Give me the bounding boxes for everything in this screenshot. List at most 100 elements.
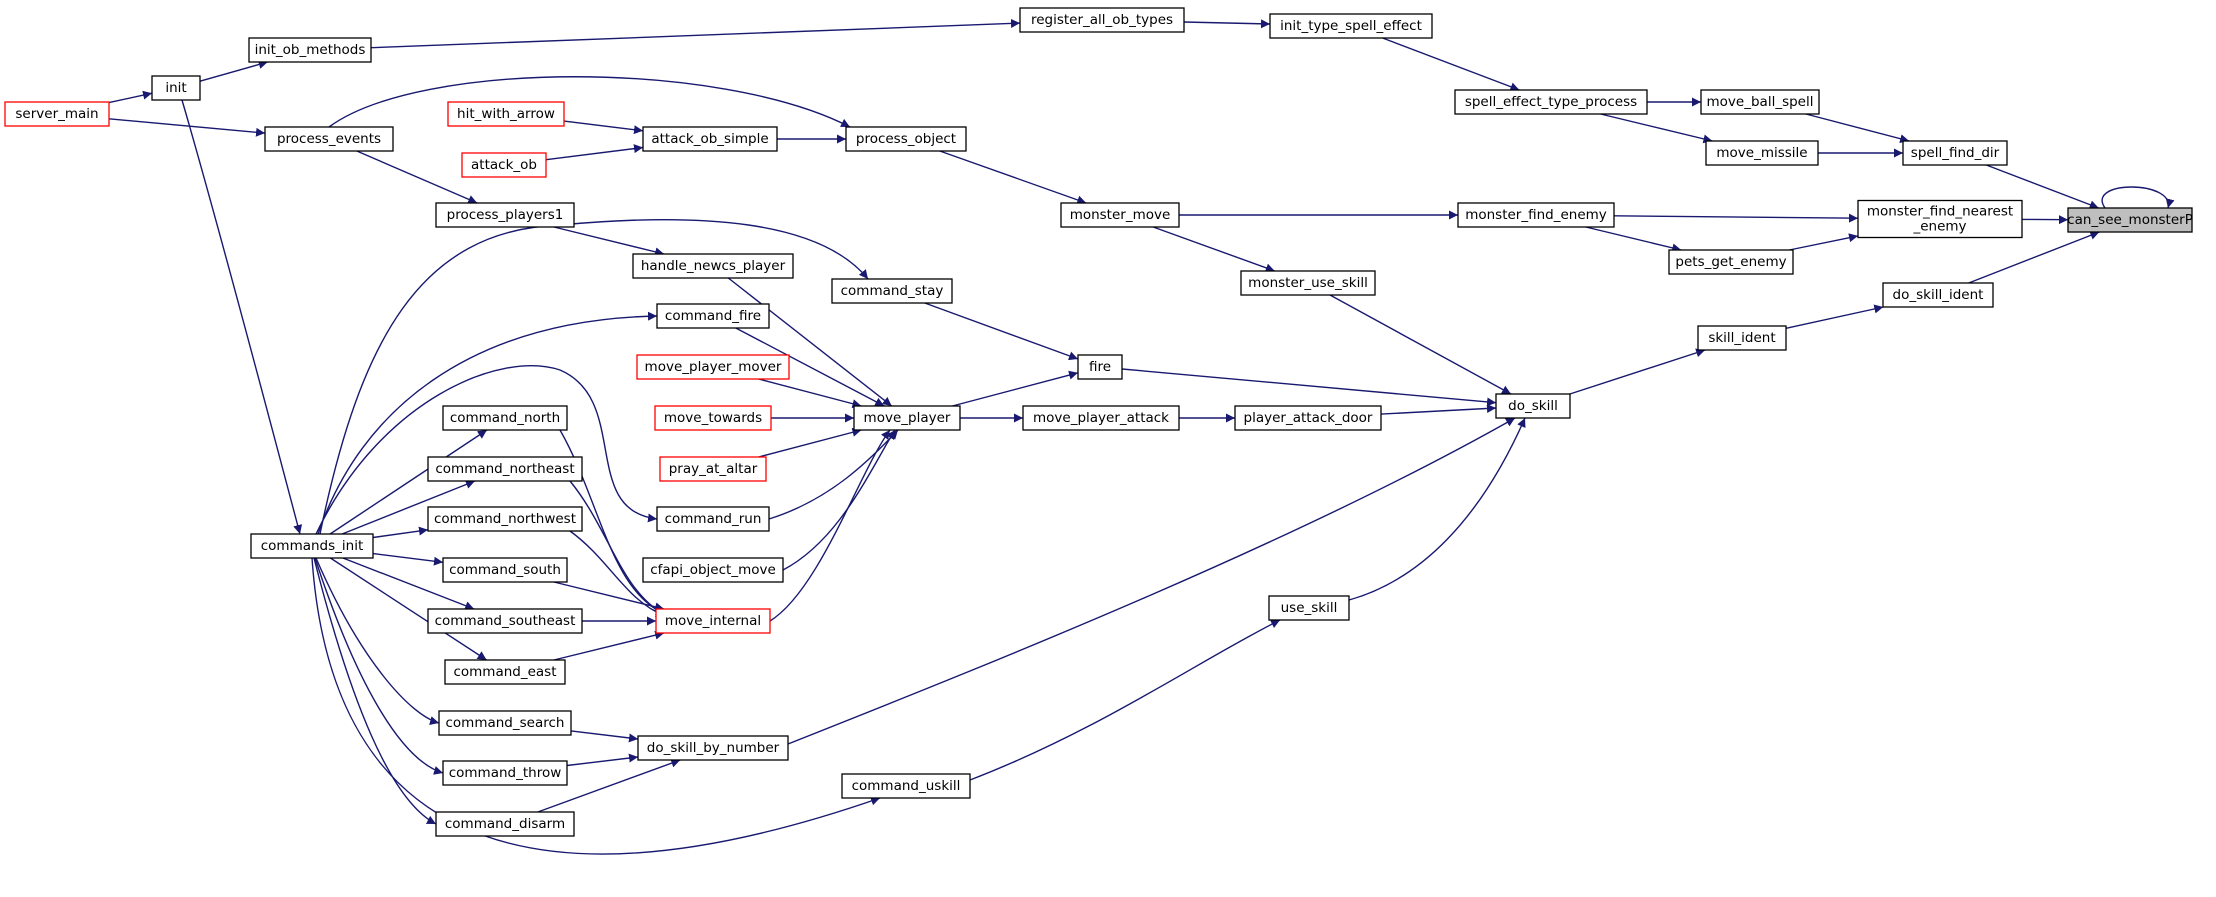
edge-path: [1569, 348, 1706, 395]
node-commands-init[interactable]: commands_init: [250, 533, 374, 559]
node-handle-newcs-player[interactable]: handle_newcs_player: [632, 253, 794, 279]
edge-monster_find_enemy-to-monster_find_nearest_enemy: [1613, 213, 1859, 223]
node-move-player-attack[interactable]: move_player_attack: [1022, 405, 1180, 431]
node-command-fire[interactable]: command_fire: [656, 303, 770, 329]
node-do-skill-ident[interactable]: do_skill_ident: [1882, 282, 1994, 308]
node-init-type-spell-effect[interactable]: init_type_spell_effect: [1269, 13, 1433, 39]
edge-path: [313, 557, 437, 825]
node-box: [1902, 140, 2008, 166]
node-box: [461, 152, 547, 178]
node-use-skill[interactable]: use_skill: [1268, 595, 1350, 621]
node-move-player-mover[interactable]: move_player_mover: [636, 354, 790, 380]
edge-use_skill-to-do_skill: [1348, 417, 1526, 601]
node-label: command_search: [446, 715, 565, 731]
node-label: server_main: [15, 106, 98, 122]
node-box: [4, 101, 110, 127]
edge-path: [569, 480, 666, 616]
node-command-throw[interactable]: command_throw: [442, 760, 568, 786]
node-register-all-ob-types[interactable]: register_all_ob_types: [1019, 7, 1185, 33]
edge-hit_with_arrow-to-attack_ob_simple: [563, 120, 644, 135]
node-box: [438, 710, 572, 736]
edge-path: [1785, 304, 1884, 329]
node-command-disarm[interactable]: command_disarm: [435, 811, 575, 837]
node-box: [1022, 405, 1180, 431]
node-command-run[interactable]: command_run: [656, 506, 770, 532]
node-command-search[interactable]: command_search: [438, 710, 572, 736]
node-label: hit_with_arrow: [457, 106, 555, 122]
node-init[interactable]: init: [151, 75, 201, 101]
edge-move_player_mover-to-move_player: [758, 378, 862, 409]
edge-path: [1382, 37, 1520, 92]
node-monster-use-skill[interactable]: monster_use_skill: [1240, 270, 1376, 296]
node-box: [1060, 202, 1180, 228]
node-box: [642, 557, 784, 583]
node-command-northwest[interactable]: command_northwest: [427, 506, 583, 532]
node-fire[interactable]: fire: [1077, 354, 1123, 380]
node-spell-find-dir[interactable]: spell_find_dir: [1902, 140, 2008, 166]
node-monster-find-nearest-enemy[interactable]: monster_find_nearest_enemy: [1857, 199, 2023, 239]
node-process-object[interactable]: process_object: [845, 126, 967, 152]
node-move-towards[interactable]: move_towards: [654, 405, 772, 431]
node-player-attack-door[interactable]: player_attack_door: [1234, 405, 1382, 431]
node-label: move_ball_spell: [1707, 94, 1814, 110]
node-label: init: [165, 80, 186, 96]
edge-attack_ob-to-attack_ob_simple: [545, 144, 644, 161]
node-label: init_type_spell_effect: [1280, 18, 1422, 34]
node-move-internal[interactable]: move_internal: [655, 608, 771, 634]
node-label: command_stay: [841, 283, 944, 299]
node-spell-effect-type-process[interactable]: spell_effect_type_process: [1454, 89, 1648, 115]
node-label: do_skill_by_number: [647, 740, 780, 756]
node-box: [442, 557, 568, 583]
node-command-north[interactable]: command_north: [442, 405, 568, 431]
node-attack-ob-simple[interactable]: attack_ob_simple: [642, 126, 778, 152]
node-do-skill-by-number[interactable]: do_skill_by_number: [637, 735, 789, 761]
node-command-south[interactable]: command_south: [442, 557, 568, 583]
node-label: fire: [1089, 359, 1111, 375]
node-label: command_north: [450, 410, 560, 426]
node-box: [1882, 282, 1994, 308]
node-move-ball-spell[interactable]: move_ball_spell: [1700, 89, 1820, 115]
node-box: [831, 278, 953, 304]
edge-path: [969, 619, 1281, 781]
node-cfapi-object-move[interactable]: cfapi_object_move: [642, 557, 784, 583]
edge-process_object-to-monster_move: [939, 150, 1087, 205]
node-label: command_southeast: [435, 613, 576, 629]
node-hit-with-arrow[interactable]: hit_with_arrow: [447, 101, 565, 127]
edge-path: [1600, 113, 1713, 144]
node-box: [632, 253, 794, 279]
edge-commands_init-to-command_disarm: [313, 557, 437, 825]
edge-commands_init-to-command_south: [372, 552, 444, 566]
node-process-events[interactable]: process_events: [264, 126, 394, 152]
node-pray-at-altar[interactable]: pray_at_altar: [659, 456, 767, 482]
node-box: [1857, 199, 2023, 239]
node-pets-get-enemy[interactable]: pets_get_enemy: [1668, 249, 1794, 275]
node-attack-ob[interactable]: attack_ob: [461, 152, 547, 178]
node-command-stay[interactable]: command_stay: [831, 278, 953, 304]
node-monster-find-enemy[interactable]: monster_find_enemy: [1457, 202, 1615, 228]
edge-path: [108, 118, 266, 137]
node-do-skill[interactable]: do_skill: [1495, 393, 1571, 419]
edge-spell_find_dir-to-can_see_monsterP: [1986, 164, 2099, 209]
node-label: command_northwest: [434, 511, 576, 527]
node-server-main[interactable]: server_main: [4, 101, 110, 127]
node-label: command_northeast: [435, 461, 574, 477]
node-command-uskill[interactable]: command_uskill: [841, 773, 971, 799]
node-label: move_player: [864, 410, 951, 426]
node-init-ob-methods[interactable]: init_ob_methods: [248, 37, 372, 63]
node-monster-move[interactable]: monster_move: [1060, 202, 1180, 228]
edge-path: [768, 429, 899, 520]
edge-register_all_ob_types-to-init_type_spell_effect: [1183, 19, 1271, 29]
node-can-see-monsterP[interactable]: can_see_monsterP: [2067, 207, 2193, 233]
node-move-missile[interactable]: move_missile: [1705, 140, 1819, 166]
node-skill-ident[interactable]: skill_ident: [1697, 325, 1787, 351]
node-command-northeast[interactable]: command_northeast: [427, 456, 583, 482]
node-label: _enemy: [1912, 219, 1966, 235]
node-move-player[interactable]: move_player: [853, 405, 961, 431]
node-command-east[interactable]: command_east: [444, 659, 566, 685]
edge-monster_move-to-monster_use_skill: [1152, 226, 1276, 273]
node-box: [442, 760, 568, 786]
node-box: [642, 126, 778, 152]
node-process-players1[interactable]: process_players1: [435, 202, 575, 228]
node-label: register_all_ob_types: [1031, 12, 1173, 28]
node-command-southeast[interactable]: command_southeast: [427, 608, 583, 634]
